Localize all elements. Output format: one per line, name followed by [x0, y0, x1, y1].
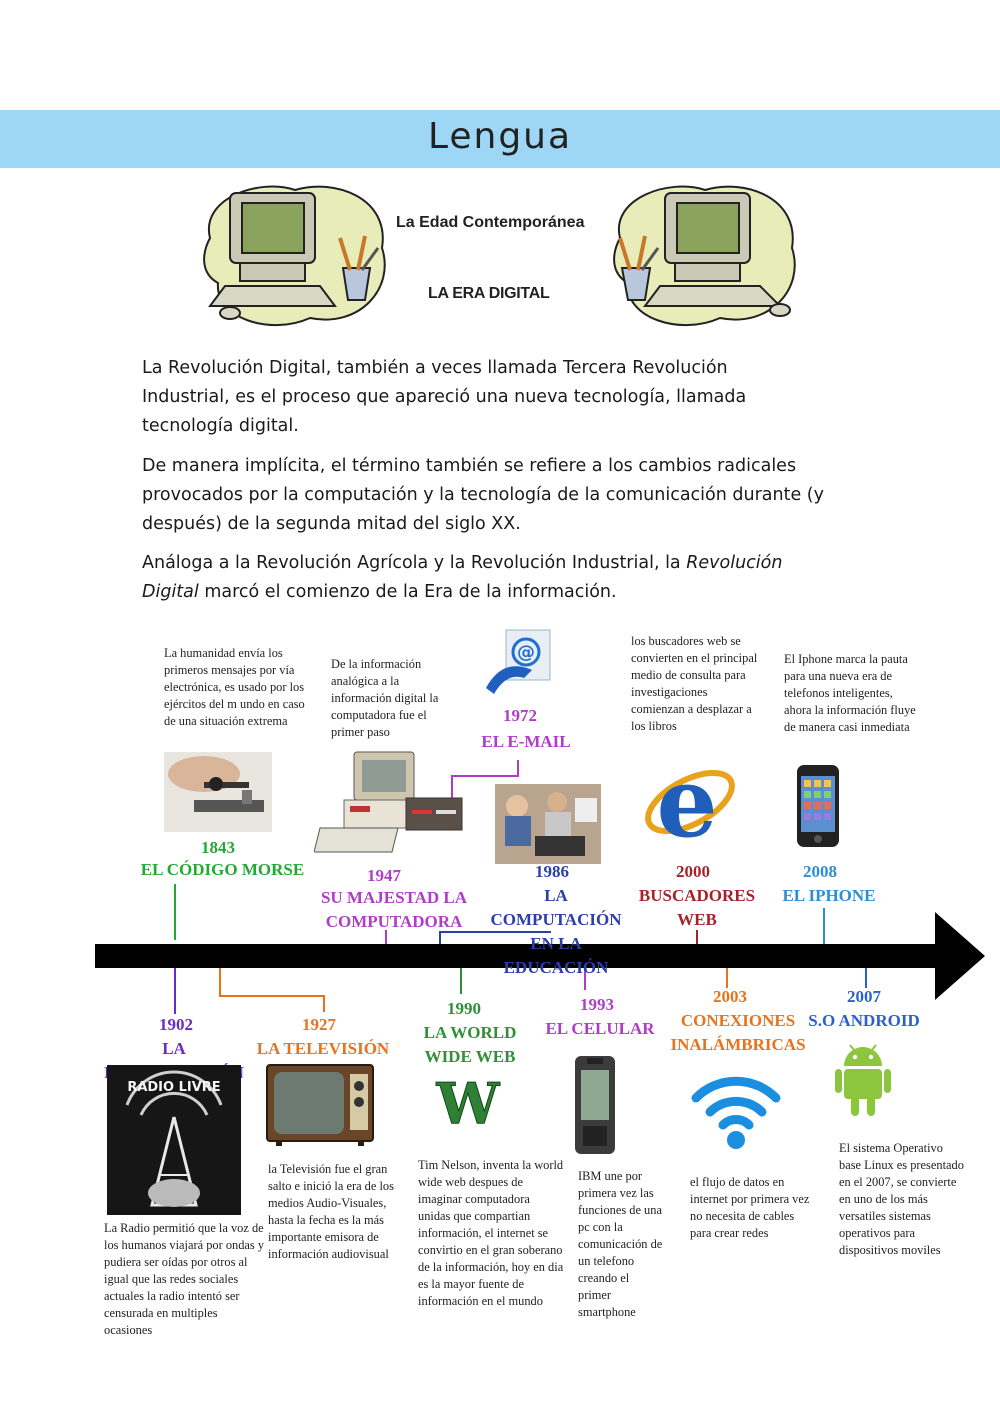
event-year-1947: 1947 [367, 866, 401, 885]
event-desc-1902: La Radio permitió que la voz de los huma… [104, 1221, 265, 1337]
email-icon: @ [484, 628, 554, 696]
event-desc-2003: el flujo de datos en internet por primer… [690, 1175, 810, 1240]
event-title-2008: EL IPHONE [782, 886, 876, 905]
event-title-1843: EL CÓDIGO MORSE [140, 860, 305, 879]
intro-paragraph-1: La Revolución Digital, también a veces l… [142, 358, 747, 436]
android-icon [834, 1040, 892, 1120]
event-year-2008: 2008 [803, 862, 837, 881]
intro-paragraph-2: De manera implícita, el término también … [142, 456, 824, 534]
event-year-2007: 2007 [847, 987, 881, 1006]
event-desc-1990: Tim Nelson, inventa la world wide web de… [418, 1158, 564, 1308]
event-year-2000: 2000 [676, 862, 710, 881]
event-title-1993: EL CELULAR [545, 1019, 655, 1038]
radio-tower-icon-label: RADIO LIVRE [127, 1080, 220, 1095]
computer-icon [314, 748, 464, 858]
svg-text:@: @ [517, 642, 535, 663]
event-title-2000: BUSCADORES WEB [638, 886, 756, 929]
event-year-1986: 1986 [535, 862, 569, 881]
event-title-1990: LA WORLD WIDE WEB [423, 1023, 517, 1066]
event-desc-2007: El sistema Operativo base Linux es prese… [839, 1141, 964, 1257]
event-year-1843: 1843 [201, 838, 235, 857]
event-desc-1993: IBM une por primera vez las funciones de… [578, 1169, 663, 1319]
event-year-1927: 1927 [302, 1015, 336, 1034]
event-desc-1947: De la información analógica a la informa… [331, 657, 439, 739]
svg-text:e: e [656, 754, 717, 850]
event-year-1972: 1972 [503, 706, 537, 725]
television-icon [266, 1064, 374, 1146]
computer-clipart-right-icon [610, 178, 800, 333]
event-year-1990: 1990 [447, 999, 481, 1018]
banner-title: Lengua [427, 116, 573, 157]
event-desc-2008: El Iphone marca la pauta para una nueva … [784, 652, 916, 734]
event-year-2003: 2003 [713, 987, 747, 1006]
computer-clipart-left-icon [200, 178, 390, 333]
event-desc-2000: los buscadores web se convierten en el p… [631, 634, 758, 733]
event-title-2003: CONEXIONES INALÁMBRICAS [670, 1011, 806, 1054]
event-title-2007: S.O ANDROID [808, 1011, 920, 1030]
event-desc-1927: la Televisión fue el gran salto e inició… [268, 1162, 394, 1261]
event-desc-1843: La humanidad envía los primeros mensajes… [164, 646, 305, 728]
svg-text:W: W [436, 1075, 501, 1131]
radio-tower-icon: RADIO LIVRE [107, 1065, 241, 1215]
event-title-1947: SU MAJESTAD LA COMPUTADORA [320, 888, 468, 931]
subject-banner: Lengua [0, 110, 1000, 168]
telegraph-key-icon [164, 752, 272, 832]
header-subtitle: La Edad Contemporánea [396, 214, 585, 231]
intro-paragraph-3-start: Análoga a la Revolución Agrícola y la Re… [142, 553, 687, 573]
wifi-icon [688, 1062, 784, 1152]
event-title-1927: LA TELEVISIÓN [256, 1039, 390, 1058]
intro-paragraph-3-italic: Revolución Digital [142, 553, 783, 602]
event-title-1986: LA COMPUTACIÓN EN LA EDUCACIÓN [490, 886, 622, 977]
header-title: LA ERA DIGITAL [428, 285, 550, 302]
event-title-1972: EL E-MAIL [481, 732, 571, 751]
connector-1927 [219, 968, 325, 1012]
iphone-icon [796, 764, 840, 848]
intro-paragraph-3-end: marcó el comienzo de la Era de la inform… [198, 582, 617, 602]
event-year-1993: 1993 [580, 995, 614, 1014]
timeline-arrowhead [935, 912, 985, 1000]
www-logo-icon: W [430, 1075, 506, 1131]
event-year-1902: 1902 [159, 1015, 193, 1034]
internet-explorer-icon: e [640, 754, 738, 850]
classroom-icon [495, 784, 601, 864]
intro-paragraph-3: Análoga a la Revolución Agrícola y la Re… [142, 549, 832, 607]
cellphone-icon [573, 1054, 617, 1156]
